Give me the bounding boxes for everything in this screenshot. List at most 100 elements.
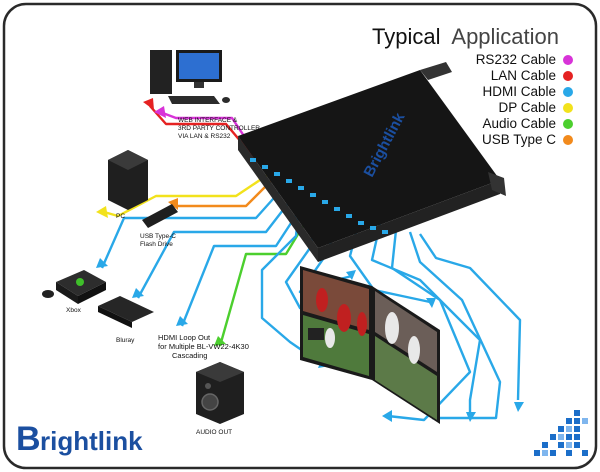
logo-text: rightlink — [40, 426, 143, 456]
xbox-logo — [76, 278, 84, 286]
loop-out-line1: HDMI Loop Out — [158, 333, 211, 342]
controller-computer — [150, 50, 230, 104]
matrix-switcher-unit: Brightlink — [238, 62, 506, 262]
audio-speaker — [196, 362, 244, 424]
xbox-front — [78, 282, 106, 304]
pixel — [574, 434, 580, 440]
pixel — [566, 418, 572, 424]
legend-dot-lan — [563, 71, 573, 81]
pc-label: PC — [116, 213, 125, 220]
pixel — [566, 450, 572, 456]
usb-label-line1: USB Type-C — [140, 233, 176, 240]
player — [357, 312, 367, 336]
pixel — [558, 442, 564, 448]
legend-dot-rs232 — [563, 55, 573, 65]
rack-ear-top — [420, 62, 452, 80]
unit-left-side — [238, 136, 318, 262]
arrow-usb — [168, 198, 178, 210]
arrow-loop-out — [176, 316, 188, 326]
pixel-decoration — [534, 410, 588, 456]
pixel — [534, 450, 540, 456]
arrow-wall-6 — [514, 402, 524, 412]
player — [408, 336, 420, 364]
pixel — [542, 450, 548, 456]
arrow-wall-3 — [426, 298, 436, 308]
speaker-top — [196, 362, 244, 382]
monitor-stand — [194, 82, 204, 88]
title-part1: Typical — [372, 24, 440, 49]
keyboard — [168, 96, 220, 104]
usb-label-line2: Flash Drive — [140, 241, 173, 248]
bluray-player — [98, 296, 154, 328]
speaker-woofer — [201, 393, 219, 411]
players-red — [316, 288, 367, 336]
unit-front-face — [318, 180, 500, 262]
port — [358, 221, 364, 225]
title-part2: Application — [451, 24, 559, 49]
port — [274, 172, 280, 176]
port — [322, 200, 328, 204]
speaker-tweeter — [205, 383, 211, 389]
pc-top — [108, 150, 148, 170]
pixel — [558, 434, 564, 440]
legend-dot-usb — [563, 135, 573, 145]
arrow-wall-2 — [346, 270, 356, 280]
arrow-rs232 — [154, 106, 166, 118]
cable-legend: RS232 Cable LAN Cable HDMI Cable DP Cabl… — [476, 52, 573, 147]
audio-out-label: AUDIO OUT — [196, 429, 232, 436]
player — [385, 312, 399, 344]
wall-screen-top-right — [375, 291, 437, 372]
legend-label-dp: DP Cable — [498, 100, 556, 115]
arrow-audio — [214, 336, 226, 346]
wall-screen-bottom-right — [375, 336, 437, 420]
arrow-lan — [143, 98, 154, 110]
port — [262, 165, 268, 169]
pixel — [582, 450, 588, 456]
port — [334, 207, 340, 211]
port — [382, 230, 388, 234]
pixel — [574, 410, 580, 416]
pc-tower — [108, 150, 148, 210]
hdmi-out-7 — [408, 231, 502, 420]
usb-flash-drive — [142, 204, 178, 228]
pixel — [550, 434, 556, 440]
logo-initial: B — [16, 420, 41, 458]
legend-label-audio: Audio Cable — [482, 116, 556, 131]
4k-badge — [308, 328, 324, 340]
loop-out-line2: for Multiple BL-VW22-4K30 — [158, 342, 249, 351]
pixel — [574, 442, 580, 448]
flash-drive-body — [142, 204, 178, 228]
port — [250, 158, 256, 162]
pixel — [542, 442, 548, 448]
bluray-front — [98, 306, 132, 328]
controller-label-line2: 3RD PARTY CONTROLLER — [178, 125, 260, 132]
controller-label-line3: VIA LAN & RS232 — [178, 133, 231, 140]
hdmi-out-5 — [370, 223, 482, 412]
legend-dot-hdmi — [563, 87, 573, 97]
port — [310, 193, 316, 197]
port — [346, 214, 352, 218]
player — [337, 304, 351, 332]
controller-label-line1: WEB INTERFACE & — [178, 117, 238, 124]
pixel — [574, 426, 580, 432]
video-wall — [300, 266, 440, 424]
xbox-console — [42, 270, 106, 304]
xbox-controller — [42, 290, 54, 298]
hdmi-out-8 — [419, 233, 522, 401]
pixel-decoration-light — [542, 418, 588, 456]
arrow-xbox — [96, 258, 108, 268]
xbox-label: Xbox — [66, 307, 82, 314]
legend-label-hdmi: HDMI Cable — [482, 84, 556, 99]
legend-dot-audio — [563, 119, 573, 129]
hdmi-out-6 — [387, 229, 472, 422]
pixel — [566, 442, 572, 448]
arrow-dp — [96, 206, 108, 218]
mouse — [222, 97, 230, 103]
player — [316, 288, 328, 312]
pixel — [566, 426, 572, 432]
computer-tower — [150, 50, 172, 94]
pixel — [550, 450, 556, 456]
arrow-bluray — [132, 288, 144, 298]
port — [370, 226, 376, 230]
port — [286, 179, 292, 183]
